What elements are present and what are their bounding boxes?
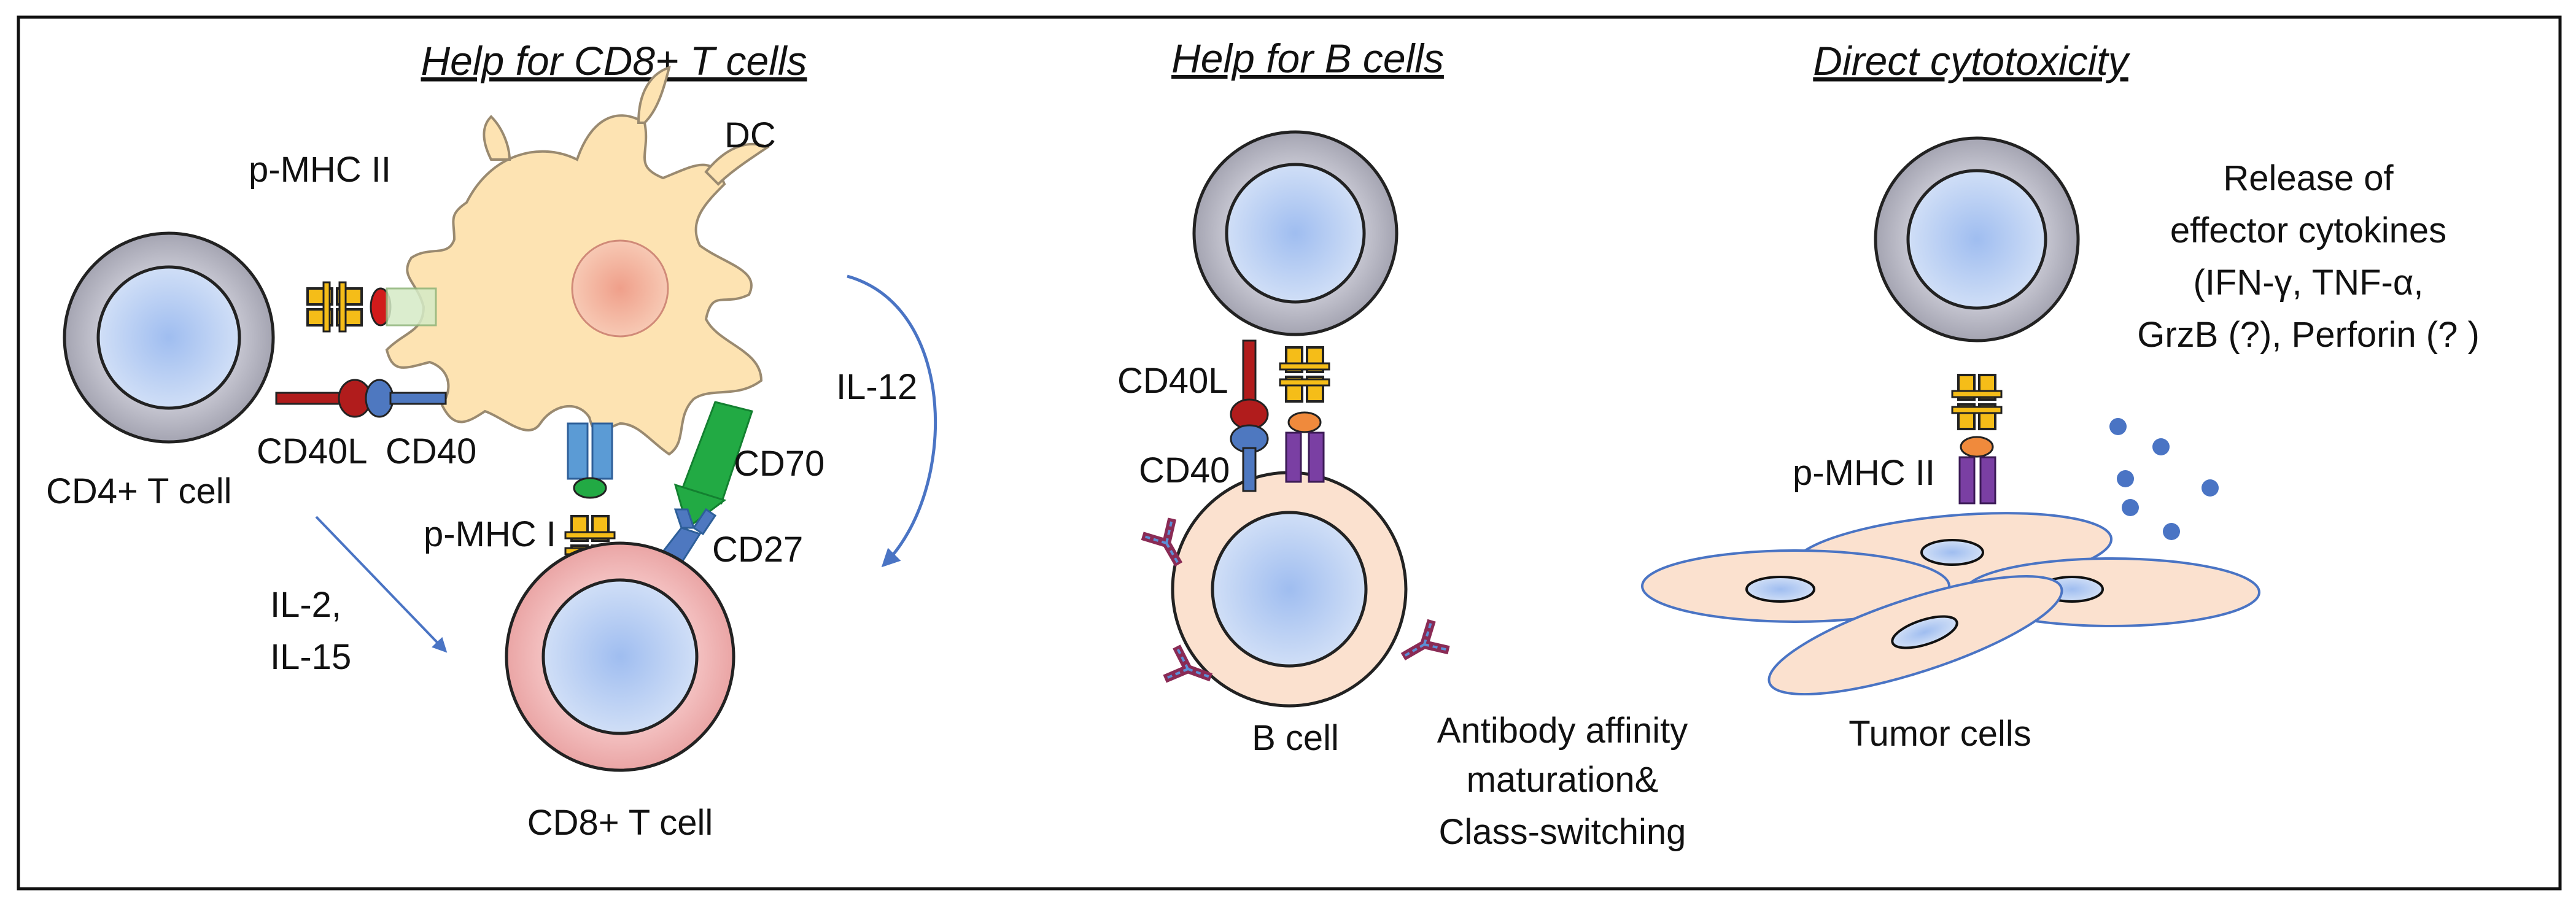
antibody-2 [1163,644,1212,683]
cd8-tcell [505,541,735,772]
label-pmhc2-left: p-MHC II [249,150,391,190]
tumor-cells [1641,512,2260,696]
cd4-tcell-middle [1192,130,1399,336]
label-cd40l-middle: CD40L [1117,361,1228,401]
il12-arrow [847,274,937,568]
tcr-complex-middle [1279,346,1330,403]
label-pmhc1: p-MHC I [424,514,556,554]
label-release-4: GrzB (?), Perforin (? ) [2137,315,2480,355]
antibody-3 [1400,619,1450,661]
antibody-1 [1141,517,1183,567]
label-cd4-tcell: CD4+ T cell [46,471,232,511]
peptide-middle [1287,411,1322,433]
tcr-complex-right [1951,374,2003,430]
label-release-1: Release of [2223,158,2394,198]
dc-tcr-receptor [386,287,437,327]
cd4-tcell [63,231,275,444]
label-dc: DC [724,115,776,155]
label-cd27: CD27 [712,530,803,570]
dc-nucleus [571,239,669,338]
label-outcome-3: Class-switching [1439,812,1686,852]
mhc2-right-a [1958,456,1976,505]
cd4-tcell-right [1874,136,2080,342]
label-outcome-1: Antibody affinity [1437,711,1688,751]
mhc1-complex [564,422,616,571]
label-cd8-tcell: CD8+ T cell [527,803,713,843]
dendritic-cell [385,65,770,456]
peptide-right [1960,436,1994,458]
figure-frame [17,15,2562,891]
mhc2-right-b [1979,456,1996,505]
label-pmhc2-right: p-MHC II [1793,453,1935,493]
label-release-3: (IFN-γ, TNF-α, [2194,263,2424,303]
heading-cd8-help: Help for CD8+ T cells [421,38,807,83]
label-cd40-middle: CD40 [1139,450,1230,490]
label-cd40l-left: CD40L [257,431,368,471]
label-bcell: B cell [1252,718,1339,758]
label-il2: IL-2, [270,585,341,625]
cd40l-cd40-left [275,379,447,418]
mhc2-middle-b [1308,431,1325,483]
heading-b-help: Help for B cells [1171,36,1444,81]
label-il15: IL-15 [270,637,351,677]
label-release-2: effector cytokines [2170,211,2446,250]
label-tumor-cells: Tumor cells [1849,714,2031,754]
label-cd40-left: CD40 [386,431,476,471]
label-il12: IL-12 [836,367,917,407]
mhc2-complex-left [306,281,363,333]
il2-il15-arrow [315,516,448,653]
cd40l-cd40-middle [1230,339,1269,492]
cytokine-dots [2109,418,2219,540]
bcell [1171,471,1408,708]
label-cd70: CD70 [734,444,824,484]
heading-cytotoxicity: Direct cytotoxicity [1813,38,2130,83]
mhc2-middle-a [1285,431,1302,483]
label-outcome-2: maturation& [1467,760,1659,800]
